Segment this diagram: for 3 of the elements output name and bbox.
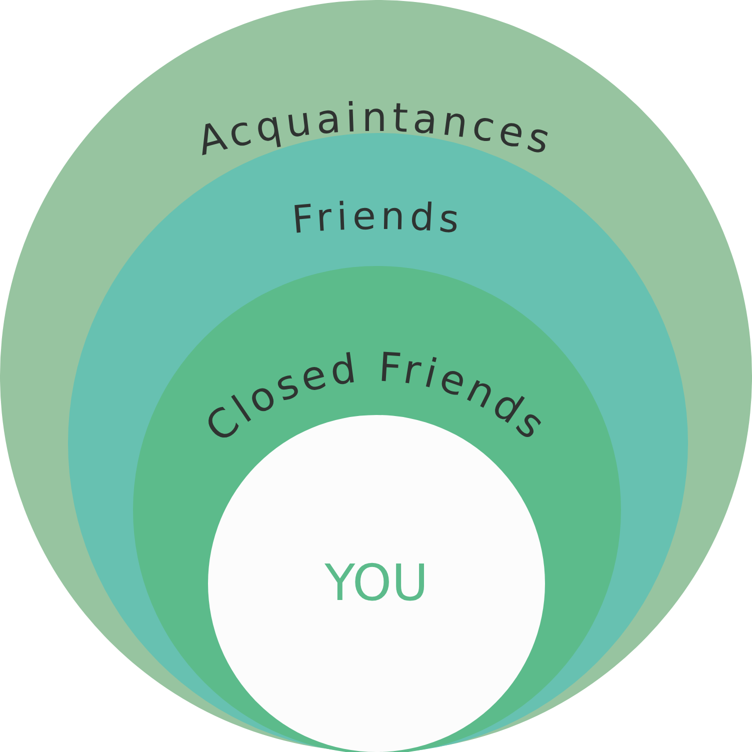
center-label: YOU [324,553,428,614]
circle-label: Friends [290,194,466,242]
circle-label: Acquaintances [192,94,560,166]
